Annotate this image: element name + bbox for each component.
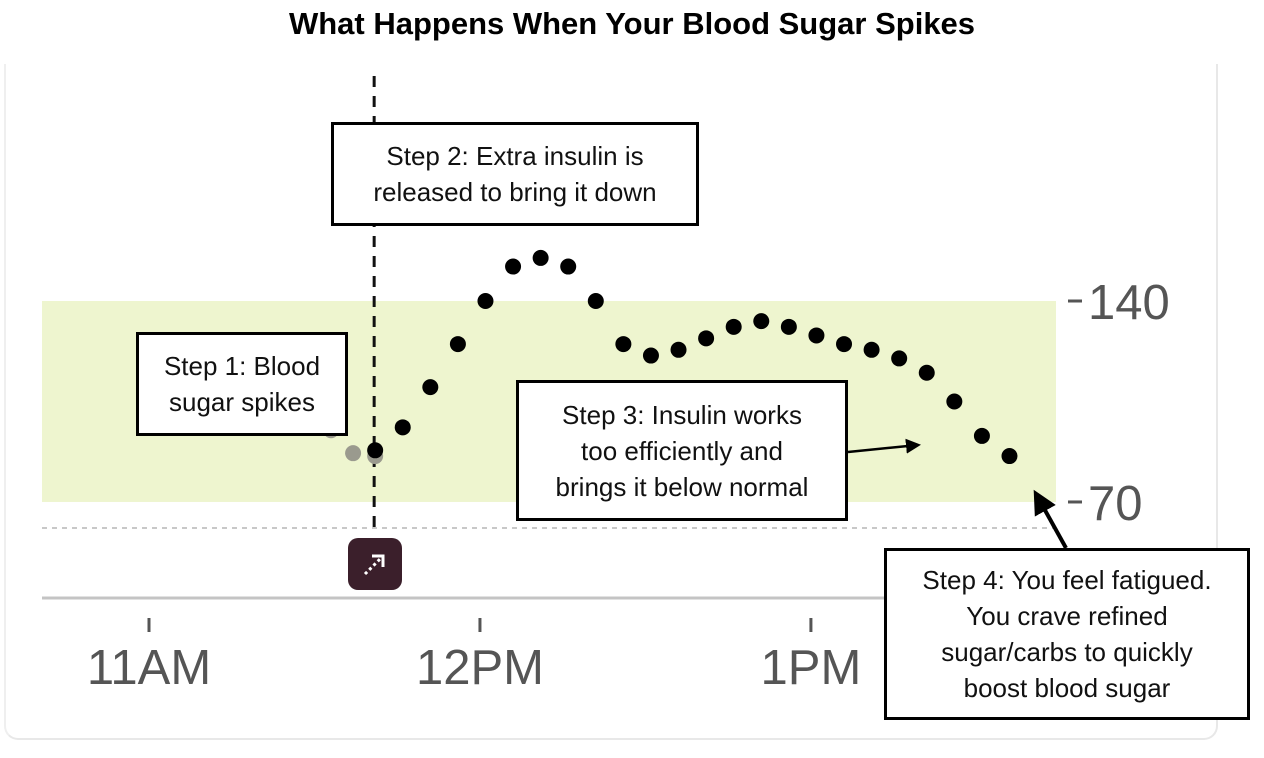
callout-step1: Step 1: Blood sugar spikes — [136, 332, 348, 436]
glucose-reading-point — [753, 313, 770, 330]
glucose-reading-point — [836, 336, 853, 353]
glucose-reading-point — [394, 419, 411, 436]
x-tick-label: 1PM — [761, 641, 862, 695]
glucose-reading-point — [642, 347, 659, 364]
y-axis-ticks: 140 70 — [1068, 276, 1170, 531]
glucose-reading-point — [863, 341, 880, 358]
glucose-reading-point — [891, 350, 908, 367]
glucose-reading-point — [698, 330, 715, 347]
x-tick-label: 11AM — [87, 641, 211, 695]
callout-step3: Step 3: Insulin works too efficiently an… — [516, 380, 848, 521]
chart-card — [4, 64, 1218, 740]
glucose-reading-point — [345, 445, 362, 462]
glucose-reading-point — [560, 258, 577, 275]
glucose-reading-point — [477, 293, 494, 309]
glucose-reading-point — [918, 364, 935, 381]
step4-arrow — [1033, 489, 1068, 549]
chart-title: What Happens When Your Blood Sugar Spike… — [288, 6, 976, 41]
glucose-reading-point — [946, 393, 963, 410]
glucose-reading-point — [973, 427, 990, 444]
y-tick-label: 140 — [1088, 276, 1170, 330]
glucose-reading-point — [725, 318, 742, 335]
step3-arrow — [847, 438, 921, 454]
glucose-reading-point — [587, 293, 604, 309]
glucose-reading-point — [808, 327, 825, 344]
glucose-reading-point — [615, 336, 632, 353]
x-tick-label: 12PM — [416, 641, 544, 695]
glucose-reading-point — [532, 249, 549, 266]
event-marker-badge[interactable] — [348, 538, 402, 590]
glucose-reading-point — [670, 341, 687, 358]
glucose-reading-point — [780, 318, 797, 335]
y-tick-label: 70 — [1088, 477, 1143, 531]
callout-arrows — [847, 438, 1068, 549]
callout-step2: Step 2: Extra insulin is released to bri… — [331, 122, 699, 226]
x-axis-ticks: 11AM 12PM 1PM — [87, 618, 861, 695]
glucose-reading-point — [449, 336, 466, 353]
glucose-reading-point — [1001, 448, 1018, 465]
glucose-reading-point — [422, 379, 439, 396]
glucose-reading-point — [505, 258, 522, 275]
glucose-reading-point — [367, 442, 384, 459]
arrow-up-right-icon — [363, 554, 385, 576]
callout-step4: Step 4: You feel fatigued. You crave ref… — [884, 548, 1250, 720]
